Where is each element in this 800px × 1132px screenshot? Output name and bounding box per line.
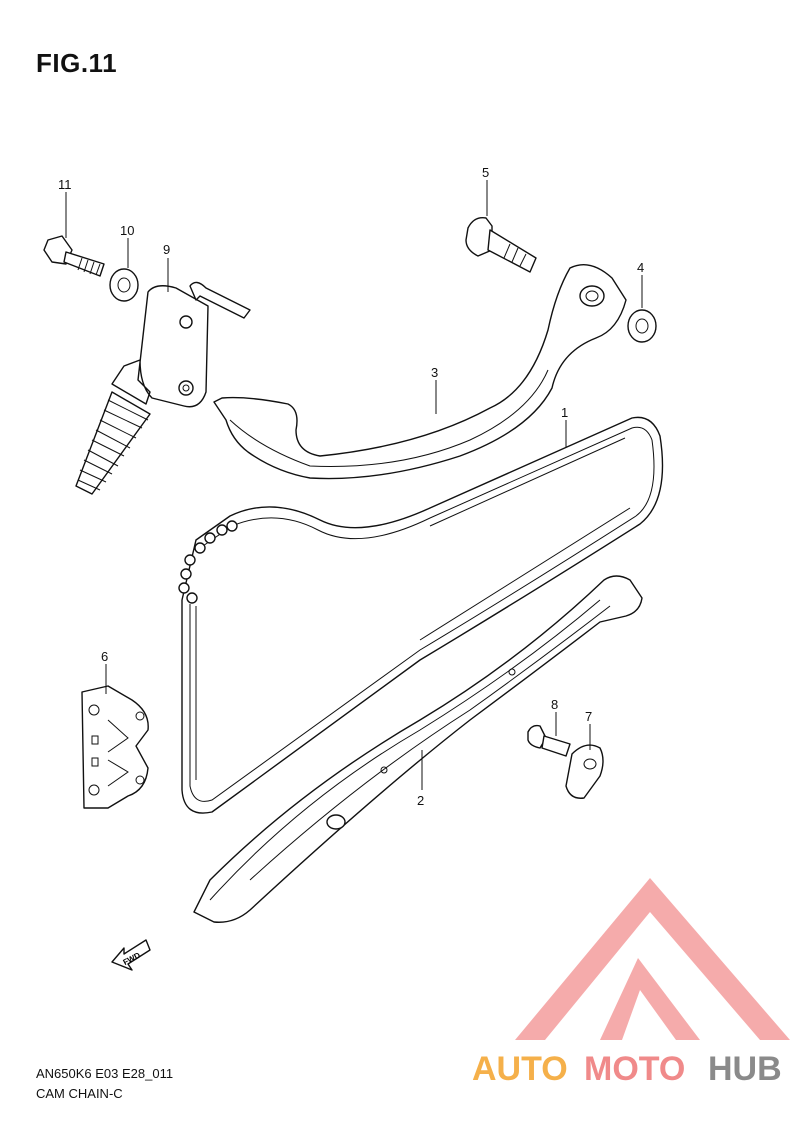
callout-11: 11 [58,177,72,238]
svg-text:10: 10 [120,223,134,238]
callout-7: 7 [585,709,592,750]
svg-text:MOTO: MOTO [584,1050,685,1088]
watermark-text: AUTO MOTO HUB [472,1050,782,1088]
svg-text:3: 3 [431,365,438,380]
svg-text:7: 7 [585,709,592,724]
callout-10: 10 [120,223,134,268]
svg-text:8: 8 [551,697,558,712]
callout-2: 2 [417,750,424,808]
svg-text:11: 11 [58,177,72,192]
svg-text:6: 6 [101,649,108,664]
washer-10 [109,268,139,302]
washer-4 [627,309,657,343]
chain-guide-upper [213,264,627,480]
callout-8: 8 [551,697,558,736]
watermark-logo [515,878,790,1040]
gasket-6 [81,685,149,809]
figure-title: FIG.11 [36,48,118,78]
chain-links [178,520,238,604]
svg-text:2: 2 [417,793,424,808]
callout-1: 1 [561,405,568,448]
svg-text:4: 4 [637,260,644,275]
svg-text:9: 9 [163,242,170,257]
chain-tensioner [75,281,251,495]
bolt-5 [465,217,537,273]
chain-guide-lower [193,575,643,923]
lock-plate-7 [565,744,604,799]
callout-5: 5 [482,165,489,216]
svg-text:AUTO: AUTO [472,1050,568,1088]
callout-3: 3 [431,365,438,414]
section-name: CAM CHAIN-C [36,1086,123,1101]
svg-text:1: 1 [561,405,568,420]
footer: AN650K6 E03 E28_011 CAM CHAIN-C [36,1064,173,1104]
bolt-8 [527,724,571,757]
svg-text:HUB: HUB [708,1050,782,1088]
cam-chain [178,416,664,814]
bolt-11 [43,235,105,277]
model-code: AN650K6 E03 E28_011 [36,1066,174,1081]
svg-text:5: 5 [482,165,489,180]
callout-9: 9 [163,242,170,292]
fwd-arrow-icon: FWD [111,939,151,971]
callout-4: 4 [637,260,644,308]
callout-6: 6 [101,649,108,694]
